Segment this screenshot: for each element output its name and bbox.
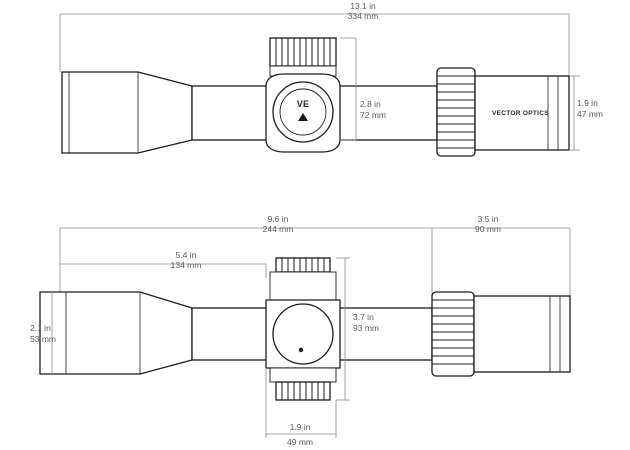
objective-diameter-in: 2.1 in [30,323,51,333]
turret-knurling [275,38,331,66]
length-to-ocular-mm: 244 mm [263,224,294,234]
magnification-ring [436,67,476,157]
objective-diameter-dimension: 2.1 in 53 mm [30,292,56,374]
turret-height-dimension: 2.8 in 72 mm [340,37,386,141]
upper-turret-knurling [281,258,325,272]
lower-turret-scale [269,367,337,383]
focus-screw-icon [298,347,304,353]
objective-to-turret-in: 5.4 in [176,250,197,260]
eyepiece-housing [474,75,570,151]
length-to-ocular-in: 9.6 in [268,214,289,224]
length-to-ocular-dimension: 9.6 in 244 mm [59,214,432,292]
turret-span-in: 3.7 in [353,312,374,322]
windage-dial-inner [279,88,327,136]
side-turret-assembly [265,257,341,401]
overall-length-dimension: 13.1 in 334 mm [59,1,570,76]
turret-width-in: 1.9 in [290,422,311,432]
objective-bell [61,71,193,154]
objective-to-turret-dimension: 5.4 in 134 mm [60,250,267,278]
ocular-length-mm: 90 mm [475,224,501,234]
turret-height-in: 2.8 in [360,99,381,109]
ocular-length-dimension: 3.5 in 90 mm [431,214,571,296]
turret-width-mm: 49 mm [287,437,313,447]
turret-height-mm: 72 mm [360,110,386,120]
side-magnification-ring [431,291,475,377]
turret-assembly: VE [265,37,341,153]
ocular-length-in: 3.5 in [478,214,499,224]
overall-length-in: 13.1 in [350,1,376,11]
ocular-diameter-dimension: 1.9 in 47 mm [569,75,603,151]
side-ocular-assembly [431,291,571,377]
upper-turret-scale [269,271,337,301]
side-magnification-knurling [432,299,474,365]
turret-span-mm: 93 mm [353,323,379,333]
side-objective-bell [39,291,193,375]
objective-to-turret-mm: 134 mm [171,260,202,270]
objective-diameter-mm: 53 mm [30,334,56,344]
side-focus-dial [272,303,334,365]
side-eyepiece-housing [473,295,571,373]
lower-turret-cap [275,381,331,401]
turret-width-dimension: 1.9 in 49 mm [265,368,337,447]
arrow-up-icon [298,113,308,121]
top-view: 13.1 in 334 mm [59,1,603,157]
upper-turret-cap [275,257,331,273]
ocular-diameter-mm: 47 mm [577,109,603,119]
ocular-assembly: VECTOR OPTICS [436,67,570,157]
vector-logo-mark: VE [297,99,310,109]
magnification-knurling [437,75,475,149]
lower-turret-knurling [281,382,325,400]
turret-span-dimension: 3.7 in 93 mm [336,257,379,401]
ocular-diameter-in: 1.9 in [577,98,598,108]
brand-label: VECTOR OPTICS [492,110,549,117]
side-view: 9.6 in 244 mm 3.5 in 90 mm 5.4 in 134 mm… [30,214,571,447]
elevation-turret-cap [269,37,337,67]
overall-length-mm: 334 mm [348,11,379,21]
